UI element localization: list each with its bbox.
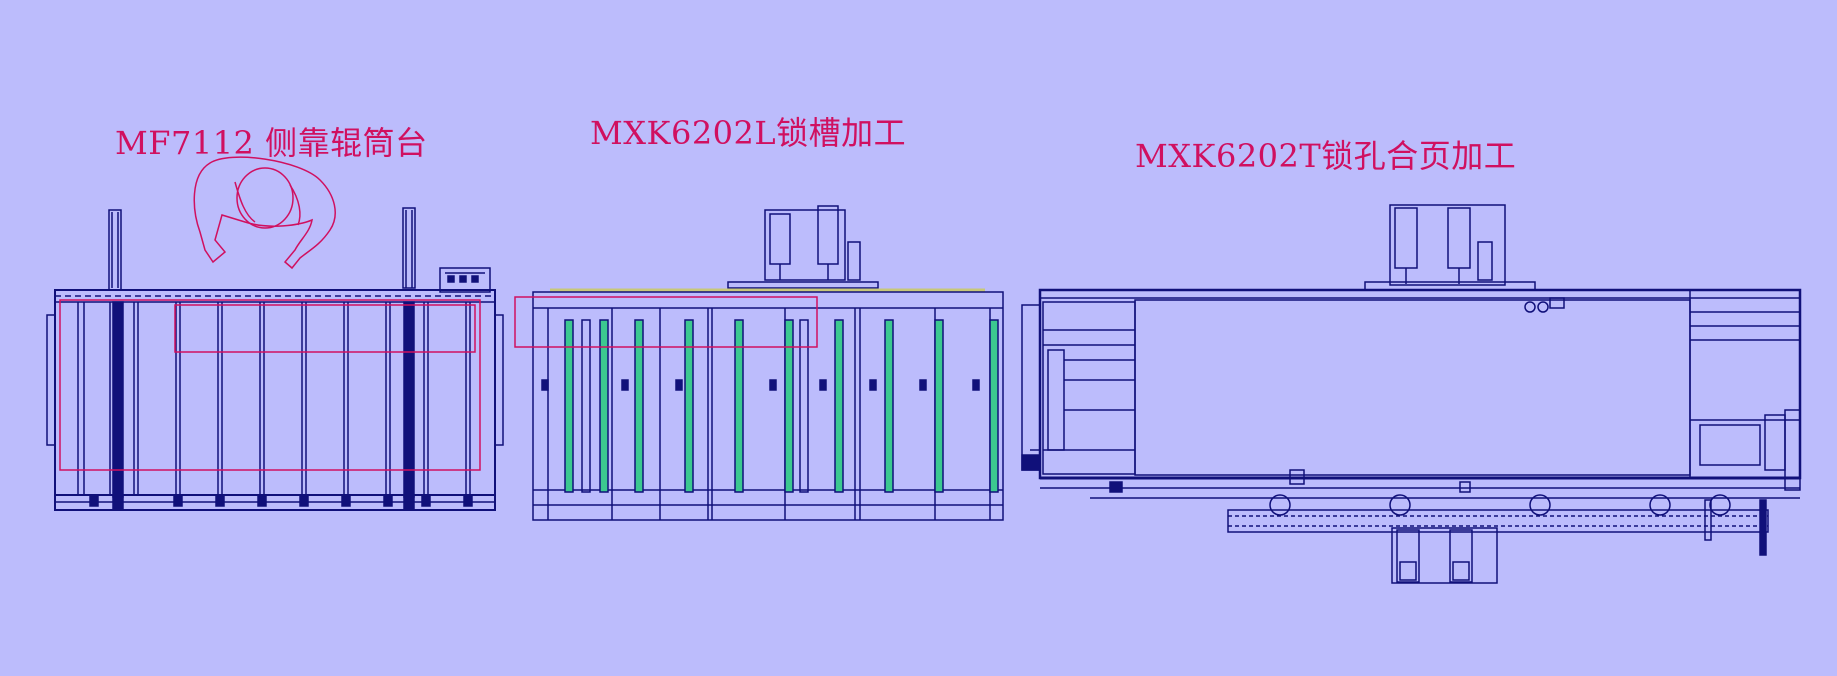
post-right	[402, 207, 416, 289]
bottom-spindle-head	[1391, 527, 1498, 584]
workpiece-outline-2	[514, 296, 818, 348]
machine-2-slot-machine	[514, 205, 1004, 521]
top-spindle-head	[1389, 204, 1506, 286]
rollers	[77, 301, 471, 498]
clamps	[541, 379, 980, 391]
machine-3-hinge-machine	[1021, 204, 1802, 584]
machine-3-label: MXK6202T锁孔合页加工	[1135, 137, 1517, 175]
operator-figure	[193, 156, 336, 270]
machine-1-roller-table	[46, 156, 504, 511]
gear-rack	[1227, 494, 1769, 533]
machine-2-label: MXK6202L锁槽加工	[590, 114, 907, 152]
roller-feet	[89, 495, 473, 511]
post-left	[108, 209, 122, 291]
workpiece-outline	[59, 299, 481, 471]
machine-2-frame	[532, 291, 1004, 521]
machine-1-label: MF7112 侧靠辊筒台	[115, 124, 428, 162]
machine-3-bed	[1038, 288, 1802, 480]
spindle-head	[764, 209, 846, 281]
guide-rollers	[564, 319, 999, 493]
